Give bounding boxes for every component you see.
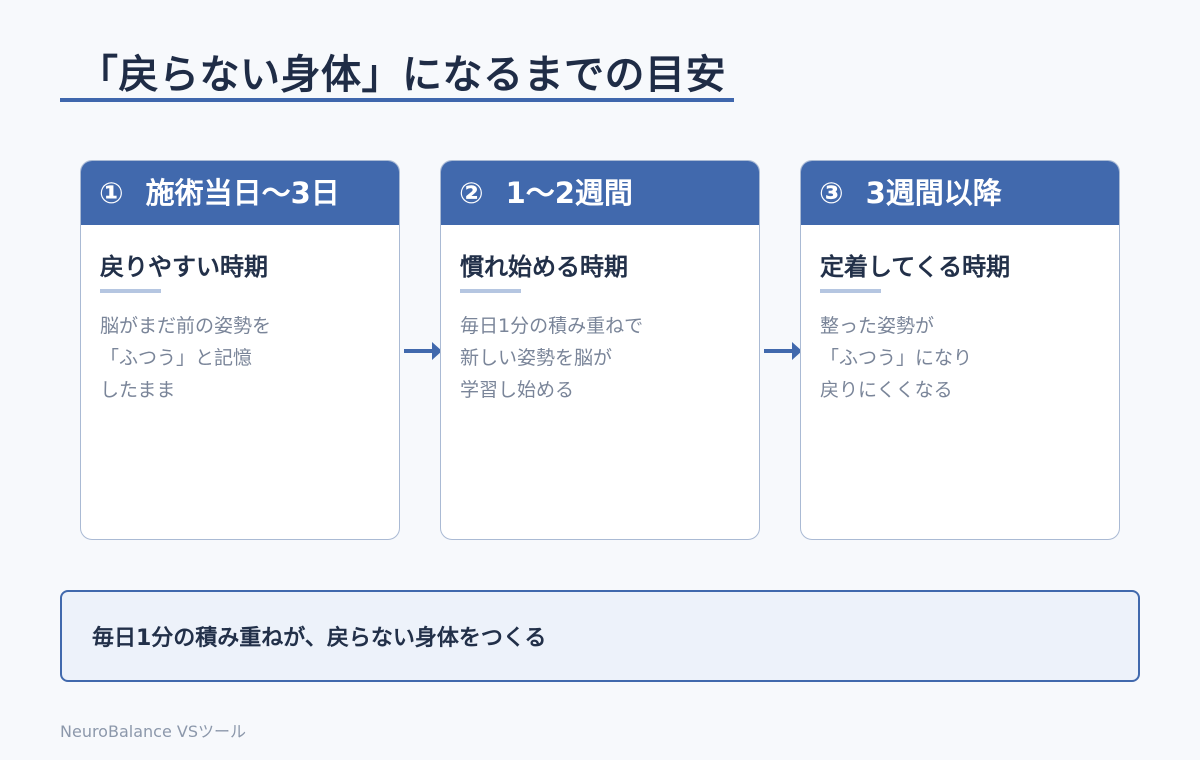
description-line: したまま xyxy=(100,379,176,401)
stage-card-2: ② 1〜2週間 慣れ始める時期 毎日1分の積み重ねで 新しい姿勢を脳が 学習し始め… xyxy=(440,160,760,540)
description-line: 学習し始める xyxy=(460,379,575,401)
footer-label: NeuroBalance VSツール xyxy=(60,722,246,741)
stage-description: 脳がまだ前の姿勢を 「ふつう」と記憶 したまま xyxy=(100,310,271,406)
stage-number: ② xyxy=(459,176,484,210)
stage-card-header: ③ 3週間以降 xyxy=(801,161,1119,225)
description-line: 「ふつう」と記憶 xyxy=(100,347,253,369)
arrow-right-icon xyxy=(404,342,442,360)
stage-card-header: ② 1〜2週間 xyxy=(441,161,759,225)
heading-accent-line xyxy=(460,289,521,293)
heading-accent-line xyxy=(100,289,161,293)
stage-card-header: ① 施術当日〜3日 xyxy=(81,161,399,225)
heading-accent-line xyxy=(820,289,881,293)
stage-title: 3週間以降 xyxy=(865,176,1002,210)
summary-box: 毎日1分の積み重ねが、戻らない身体をつくる xyxy=(60,590,1140,682)
summary-text: 毎日1分の積み重ねが、戻らない身体をつくる xyxy=(92,626,547,651)
stage-number: ① xyxy=(99,176,124,210)
stage-heading: 定着してくる時期 xyxy=(820,253,1011,281)
stage-title: 施術当日〜3日 xyxy=(145,176,340,210)
description-line: 戻りにくくなる xyxy=(820,379,953,401)
description-line: 整った姿勢が xyxy=(820,315,935,337)
title-area: 「戻らない身体」になるまでの目安 xyxy=(60,36,734,102)
description-line: 脳がまだ前の姿勢を xyxy=(100,315,272,337)
stage-description: 整った姿勢が 「ふつう」になり 戻りにくくなる xyxy=(820,310,972,406)
stage-title: 1〜2週間 xyxy=(505,176,633,210)
description-line: 毎日1分の積み重ねで xyxy=(460,315,644,337)
stage-heading: 戻りやすい時期 xyxy=(100,253,268,281)
stage-heading: 慣れ始める時期 xyxy=(460,253,628,281)
description-line: 新しい姿勢を脳が xyxy=(460,347,613,369)
stage-number: ③ xyxy=(819,176,844,210)
description-line: 「ふつう」になり xyxy=(820,347,973,369)
stage-card-3: ③ 3週間以降 定着してくる時期 整った姿勢が 「ふつう」になり 戻りにくくなる xyxy=(800,160,1120,540)
arrow-right-icon xyxy=(764,342,802,360)
page-title: 「戻らない身体」になるまでの目安 xyxy=(78,52,726,98)
stage-description: 毎日1分の積み重ねで 新しい姿勢を脳が 学習し始める xyxy=(460,310,643,406)
stage-card-1: ① 施術当日〜3日 戻りやすい時期 脳がまだ前の姿勢を 「ふつう」と記憶 したまま xyxy=(80,160,400,540)
